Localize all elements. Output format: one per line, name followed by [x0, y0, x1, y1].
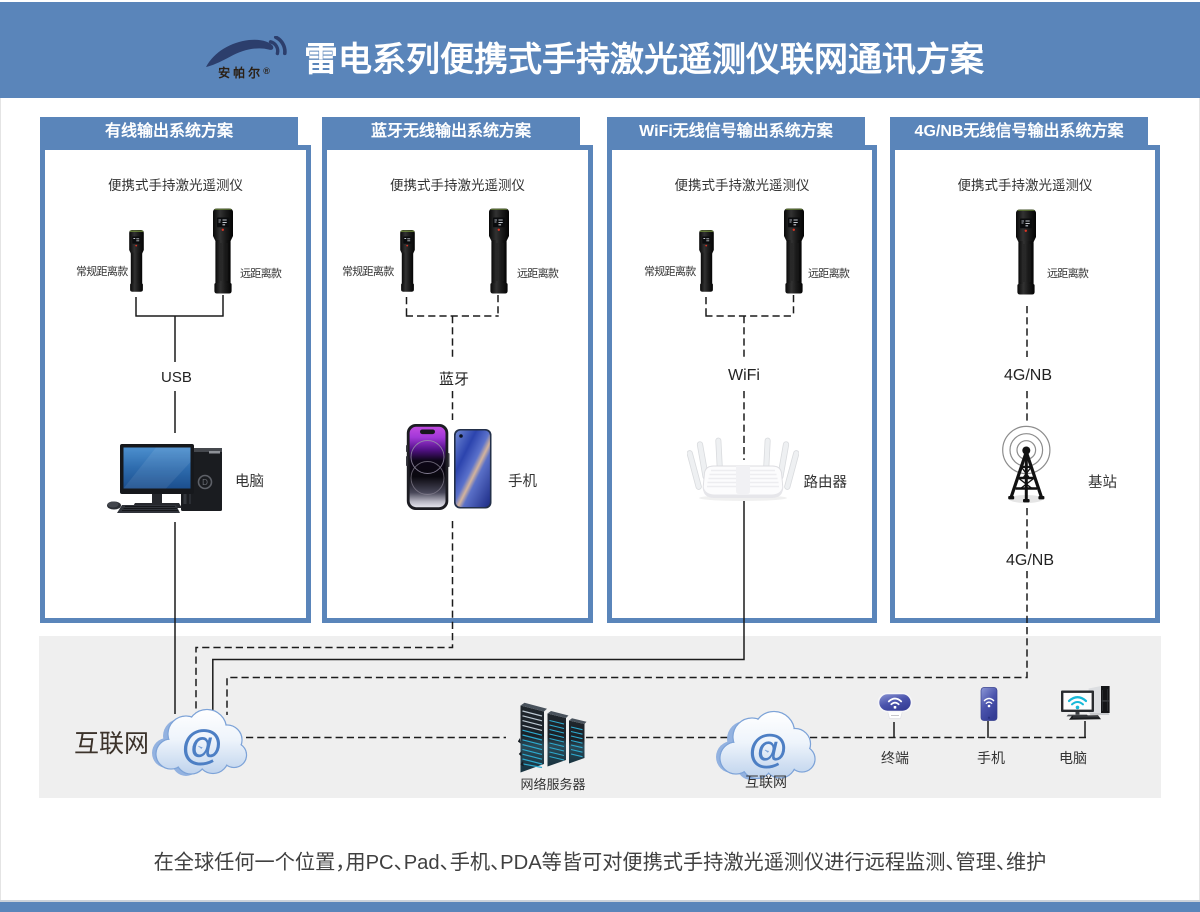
- svg-text:@: @: [182, 721, 223, 768]
- svg-text:@: @: [748, 727, 787, 771]
- svg-text:D: D: [202, 478, 208, 487]
